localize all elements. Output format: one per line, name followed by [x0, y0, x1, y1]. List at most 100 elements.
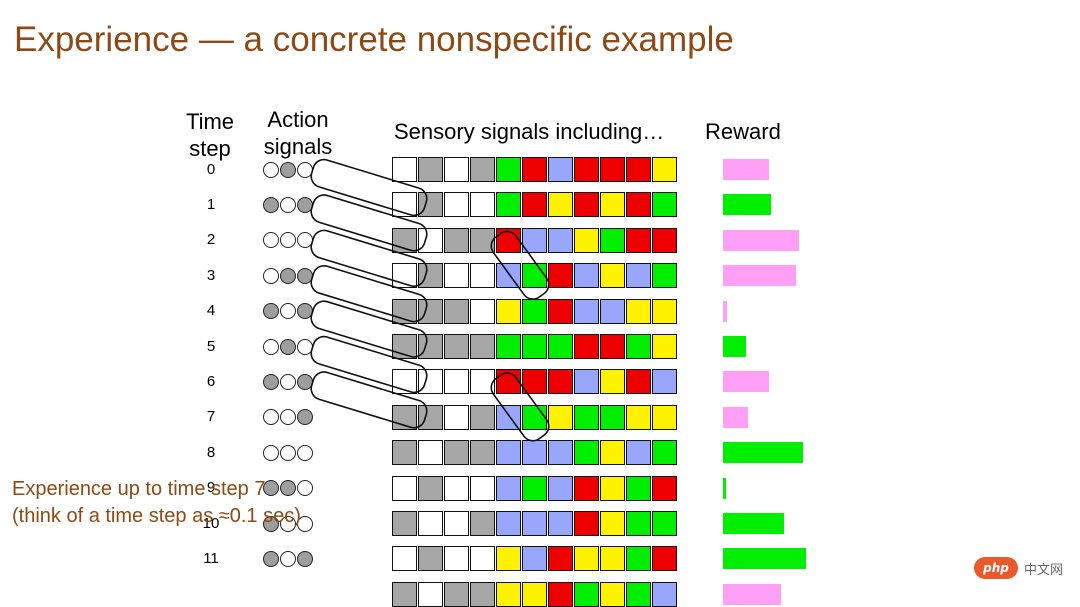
action-signal-inactive	[280, 303, 296, 320]
sensory-cell-yellow	[652, 298, 677, 324]
sensory-cell-yellow	[600, 263, 625, 289]
watermark-logo: php	[974, 557, 1018, 579]
sensory-cell-white	[392, 475, 417, 501]
sensory-cell-blue	[496, 404, 521, 430]
reward-bar	[723, 513, 785, 534]
sensory-cell-white	[444, 546, 469, 572]
sensory-cell-red	[522, 192, 547, 218]
sensory-cell-grey	[470, 440, 495, 466]
sensory-cell-grey	[470, 227, 495, 253]
sensory-cell-red	[652, 546, 677, 572]
sensory-cell-blue	[548, 475, 573, 501]
sensory-cell-green	[496, 334, 521, 359]
sensory-cell-blue	[496, 440, 521, 466]
reward-bar	[723, 477, 726, 499]
sensory-cell-yellow	[652, 157, 677, 182]
action-signal-active	[280, 161, 296, 178]
sensory-cell-grey	[392, 581, 417, 607]
sensory-cell-red	[548, 263, 573, 289]
action-signal-inactive	[263, 338, 279, 355]
site-watermark: php 中文网	[974, 555, 1063, 581]
action-signal-inactive	[297, 161, 313, 178]
time-step-label: 5	[206, 337, 216, 355]
sensory-cell-blue	[548, 157, 573, 182]
sensory-cell-white	[392, 546, 417, 572]
action-signal-inactive	[263, 444, 279, 461]
sensory-cell-red	[574, 334, 599, 359]
sensory-cell-yellow	[574, 546, 599, 572]
sensory-cell-blue	[496, 511, 521, 536]
time-step-label: 2	[206, 231, 216, 249]
sensory-cell-yellow	[652, 404, 677, 430]
sensory-cell-yellow	[574, 227, 599, 253]
sensory-cell-red	[496, 369, 521, 395]
sensory-cell-red	[626, 227, 651, 253]
action-signal-inactive	[297, 232, 313, 249]
sensory-cell-blue	[652, 369, 677, 395]
sensory-cell-blue	[548, 227, 573, 253]
action-signal-inactive	[280, 515, 296, 532]
action-signal-inactive	[280, 409, 296, 426]
sensory-cell-blue	[548, 511, 573, 536]
sensory-cell-white	[470, 475, 495, 501]
action-signal-active	[297, 303, 313, 320]
action-signal-inactive	[263, 161, 279, 178]
action-signal-active	[280, 267, 296, 284]
sensory-cell-grey	[392, 511, 417, 536]
sensory-cell-yellow	[600, 475, 625, 501]
time-step-label: 8	[206, 443, 216, 461]
action-signal-inactive	[263, 232, 279, 249]
sensory-cell-white	[392, 192, 417, 218]
sensory-cell-white	[444, 475, 469, 501]
reward-bar	[723, 336, 747, 357]
sensory-cell-green	[652, 192, 677, 218]
sensory-signals-header: Sensory signals including…	[394, 119, 665, 144]
reward-bar	[723, 371, 769, 393]
action-signal-active	[263, 303, 279, 320]
sensory-cell-grey	[418, 192, 443, 218]
action-signal-inactive	[280, 232, 296, 249]
sensory-cell-yellow	[626, 404, 651, 430]
time-step-label: 3	[206, 266, 216, 284]
sensory-cell-white	[470, 263, 495, 289]
sensory-cell-red	[522, 157, 547, 182]
sensory-cell-white	[470, 298, 495, 324]
sensory-cell-green	[548, 334, 573, 359]
sensory-cell-green	[626, 581, 651, 607]
sensory-cell-grey	[418, 475, 443, 501]
sensory-cell-yellow	[652, 334, 677, 359]
experience-note-line1: Experience up to time step 7	[12, 478, 266, 500]
time-step-label: 0	[206, 160, 216, 178]
sensory-cell-white	[418, 227, 443, 253]
sensory-cell-yellow	[600, 440, 625, 466]
sensory-cell-blue	[652, 581, 677, 607]
sensory-cell-grey	[418, 334, 443, 359]
action-signal-inactive	[280, 373, 296, 390]
sensory-cell-red	[496, 227, 521, 253]
action-signal-active	[263, 550, 279, 567]
sensory-cell-white	[418, 369, 443, 395]
action-signal-active	[280, 480, 296, 497]
sensory-cell-grey	[392, 298, 417, 324]
action-signal-inactive	[263, 409, 279, 426]
sensory-cell-grey	[470, 334, 495, 359]
sensory-cell-red	[600, 334, 625, 359]
action-signal-active	[263, 373, 279, 390]
sensory-cell-grey	[418, 263, 443, 289]
sensory-cell-blue	[626, 440, 651, 466]
sensory-cell-red	[626, 369, 651, 395]
time-step-label: 9	[206, 479, 216, 497]
sensory-cell-green	[574, 404, 599, 430]
sensory-cell-grey	[392, 227, 417, 253]
experience-note: Experience up to time step 7 (think of a…	[12, 476, 301, 530]
sensory-cell-green	[574, 440, 599, 466]
time-step-label: 7	[206, 408, 216, 426]
sensory-cell-blue	[600, 298, 625, 324]
sensory-cell-blue	[548, 440, 573, 466]
sensory-cell-yellow	[548, 192, 573, 218]
sensory-cell-grey	[470, 581, 495, 607]
sensory-cell-white	[392, 369, 417, 395]
action-signal-active	[263, 480, 279, 497]
sensory-cell-red	[548, 581, 573, 607]
action-signal-active	[280, 338, 296, 355]
